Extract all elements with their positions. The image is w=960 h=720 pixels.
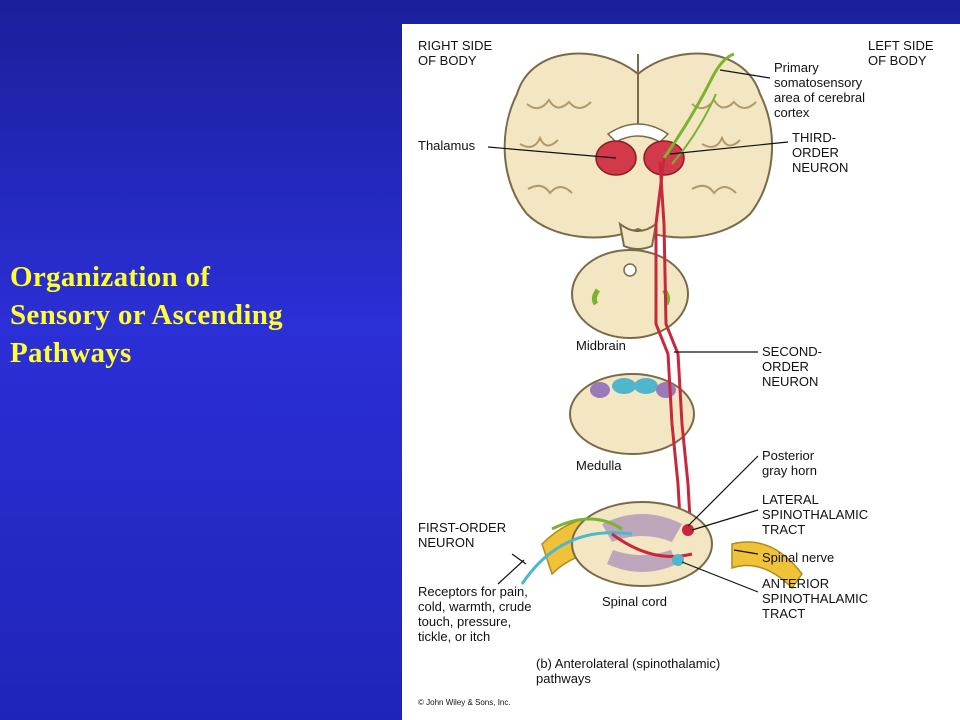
leader-third-order <box>669 141 789 155</box>
midbrain-outline <box>571 249 689 339</box>
cerebral-aqueduct <box>623 263 637 277</box>
leader-first-order <box>511 553 527 565</box>
leader-receptors <box>497 559 525 585</box>
pathway-diagram <box>487 52 803 593</box>
leader-primary-area <box>719 69 771 79</box>
spinothalamic-fiber-1 <box>654 157 684 555</box>
label-primary-area: Primary somatosensory area of cerebral c… <box>774 60 866 120</box>
brainstem-upper <box>618 221 658 250</box>
cerebrum-section <box>503 52 774 250</box>
first-order-fiber <box>520 531 633 585</box>
label-second-order: SECOND- ORDER NEURON <box>762 344 822 389</box>
label-third-order: THIRD- ORDER NEURON <box>792 130 849 175</box>
spinal-cord-section <box>520 501 803 590</box>
medulla-purple-nucleus <box>590 382 610 398</box>
midbrain-tract-left <box>591 288 601 306</box>
spinal-nerve-right <box>731 541 803 590</box>
leader-lateral-tract <box>691 509 759 531</box>
medulla-cyan-nucleus <box>612 378 636 394</box>
label-midbrain: Midbrain <box>576 338 626 353</box>
medulla-cyan-nucleus-2 <box>634 378 658 394</box>
label-lateral-tract: LATERAL SPINOTHALAMIC TRACT <box>762 492 869 537</box>
leader-lines <box>487 69 789 593</box>
cortex-folds-left <box>519 98 592 195</box>
ascending-fibers <box>654 157 694 555</box>
anterior-tract-marker <box>672 554 684 566</box>
ventricle <box>606 123 670 143</box>
third-order-fiber-2 <box>671 93 717 165</box>
midbrain-section <box>571 249 689 339</box>
spinal-green-fiber <box>551 517 623 531</box>
copyright-note: © John Wiley & Sons, Inc. <box>418 698 511 707</box>
label-posterior-horn: Posterior gray horn <box>762 448 817 478</box>
cortex-folds-right <box>691 98 757 195</box>
label-left-side: LEFT SIDE OF BODY <box>868 38 934 68</box>
leader-thalamus <box>487 146 617 159</box>
slide-title: Organization of Sensory or Ascending Pat… <box>10 261 283 369</box>
label-receptors: Receptors for pain, cold, warmth, crude … <box>418 584 532 644</box>
label-right-side: RIGHT SIDE OF BODY <box>418 38 493 68</box>
leader-posterior-horn <box>687 455 759 527</box>
label-spinal-nerve: Spinal nerve <box>762 550 835 565</box>
label-first-order: FIRST-ORDER NEURON <box>418 520 507 550</box>
spinothalamic-fiber-2 <box>658 161 694 555</box>
figure-panel: RIGHT SIDE OF BODY LEFT SIDE OF BODY Pri… <box>402 24 960 720</box>
label-thalamus: Thalamus <box>418 138 476 153</box>
leader-spinal-nerve <box>733 549 759 555</box>
crossing-fiber <box>611 532 693 558</box>
label-spinal-cord: Spinal cord <box>602 594 668 609</box>
figure-caption: (b) Anterolateral (spinothalamic) pathwa… <box>536 656 721 686</box>
lateral-tract-marker <box>682 524 694 536</box>
label-anterior-tract: ANTERIOR SPINOTHALAMIC TRACT <box>762 576 869 621</box>
medulla-section <box>569 373 695 455</box>
third-order-fiber <box>662 52 735 159</box>
leader-anterior-tract <box>681 561 759 593</box>
label-medulla: Medulla <box>576 458 622 473</box>
medulla-purple-nucleus-2 <box>656 382 676 398</box>
